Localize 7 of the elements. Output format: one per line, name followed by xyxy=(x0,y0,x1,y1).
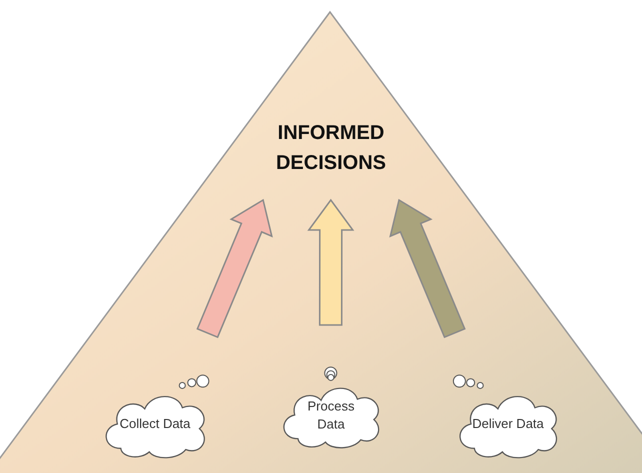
block-arrow xyxy=(389,198,466,338)
block-arrow xyxy=(307,198,354,326)
cloud-label: Deliver Data xyxy=(471,415,545,433)
cloud-label: Collect Data xyxy=(118,415,192,433)
cloud-label: Process Data xyxy=(306,397,356,433)
block-arrow xyxy=(196,198,273,338)
pyramid-title: INFORMED DECISIONS xyxy=(274,121,388,176)
